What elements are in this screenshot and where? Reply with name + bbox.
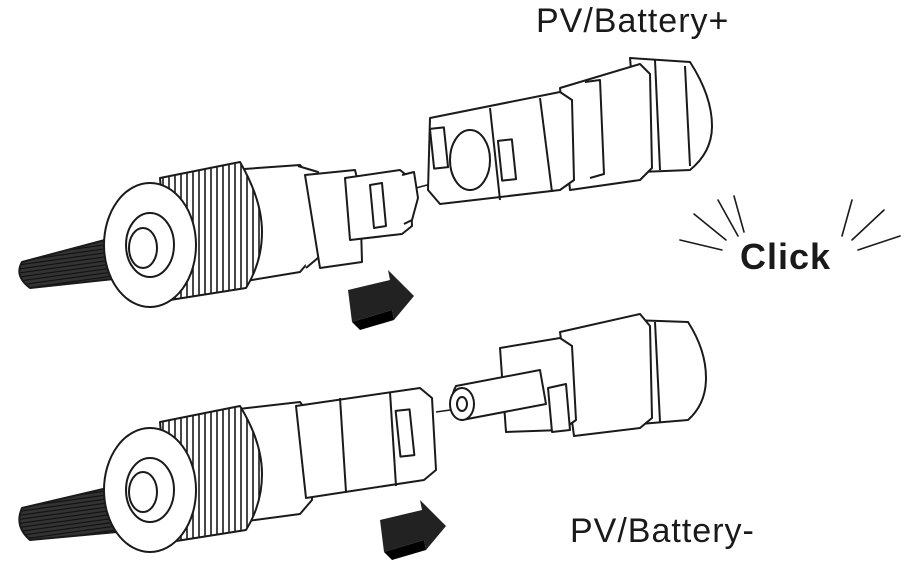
- arrow-right-icon: [348, 270, 414, 330]
- arrow-right-icon: [380, 500, 446, 560]
- bottom-female-side-connector: [18, 387, 521, 553]
- top-female-connector: [427, 57, 713, 205]
- positive-connector-label: PV/Battery+: [536, 2, 730, 40]
- negative-connector-label: PV/Battery-: [570, 512, 755, 550]
- bottom-male-side-connector: [449, 313, 707, 437]
- click-label: Click: [740, 236, 832, 277]
- click-burst-icon: [679, 195, 901, 251]
- top-male-connector: [18, 159, 521, 308]
- top-socket-opening: [449, 129, 491, 191]
